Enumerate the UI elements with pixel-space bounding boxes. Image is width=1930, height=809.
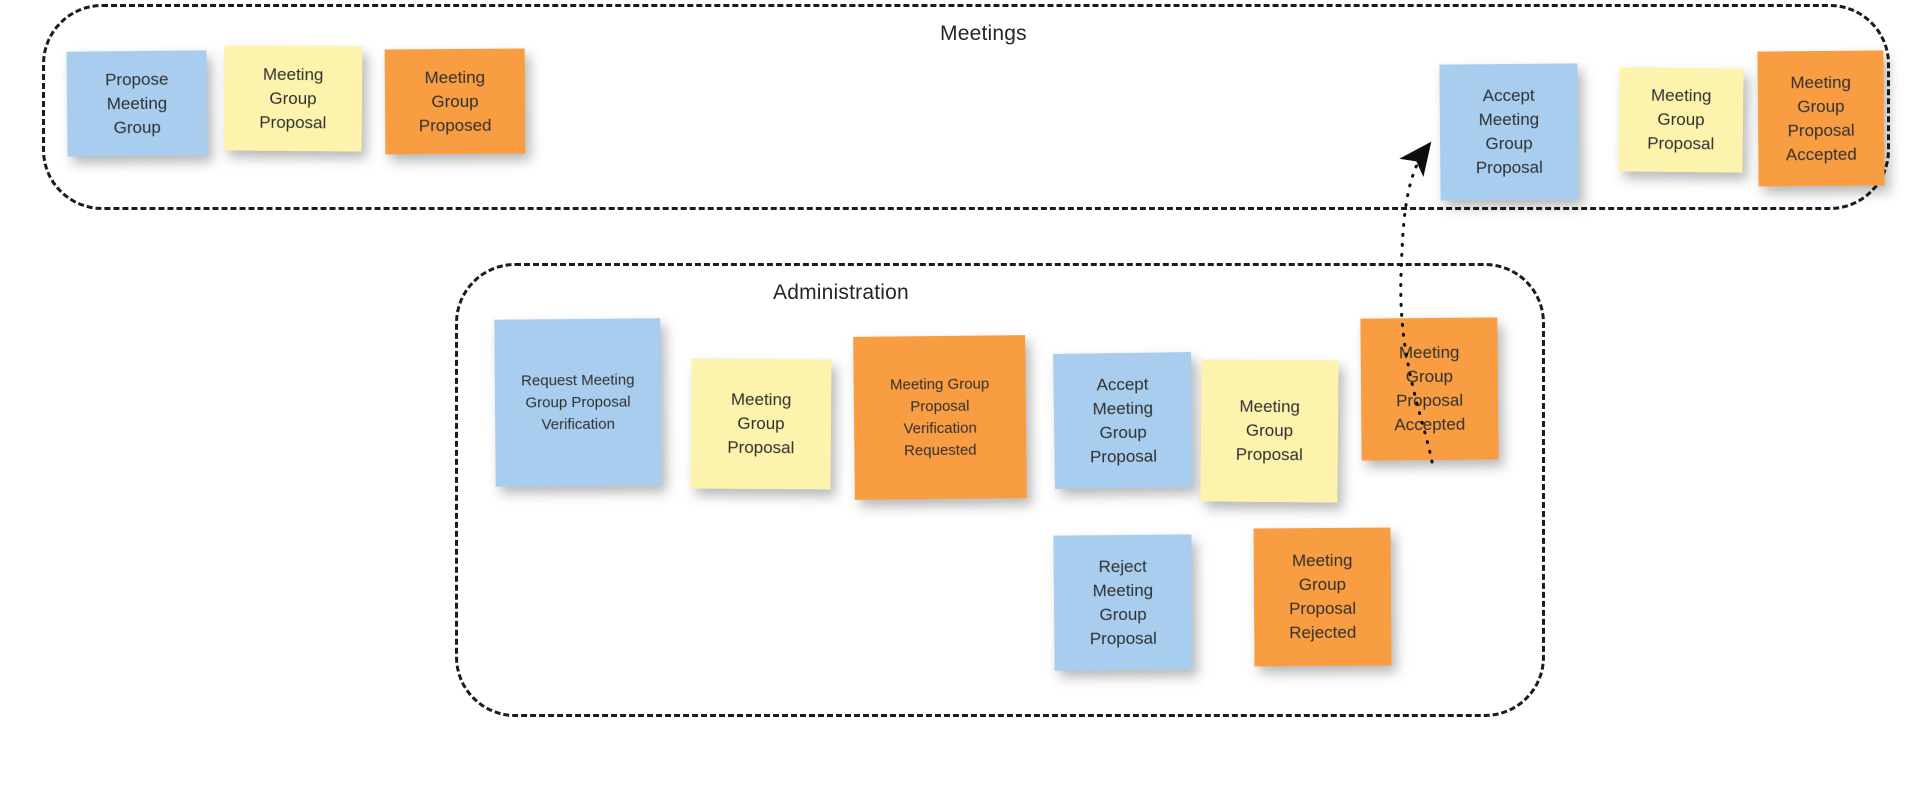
sticky-note-meeting-group-proposed[interactable]: Meeting Group Proposed: [384, 48, 526, 155]
sticky-note-text: Meeting Group Proposal: [1235, 396, 1303, 465]
sticky-note-text: Request Meeting Group Proposal Verificat…: [521, 371, 635, 433]
sticky-note-propose-meeting-group[interactable]: Propose Meeting Group: [66, 50, 208, 157]
sticky-note-text: Meeting Group Proposal Verification Requ…: [889, 374, 990, 459]
sticky-note-meeting-group-proposal-rejected[interactable]: Meeting Group Proposal Rejected: [1253, 527, 1392, 667]
sticky-note-text: Accept Meeting Group Proposal: [1475, 85, 1543, 178]
sticky-note-accept-meeting-group-proposal-meetings[interactable]: Accept Meeting Group Proposal: [1439, 63, 1579, 201]
sticky-note-text: Meeting Group Proposal Accepted: [1394, 342, 1466, 435]
sticky-note-meeting-group-proposal-verification-requested[interactable]: Meeting Group Proposal Verification Requ…: [853, 335, 1027, 500]
sticky-note-text: Meeting Group Proposal: [1647, 85, 1715, 154]
sticky-note-meetings-aggregate-1[interactable]: Meeting Group Proposal: [223, 45, 363, 152]
sticky-note-meeting-group-proposal-accepted-meetings[interactable]: Meeting Group Proposal Accepted: [1757, 50, 1885, 187]
sticky-note-administration-aggregate-1[interactable]: Meeting Group Proposal: [690, 358, 832, 490]
sticky-note-accept-meeting-group-proposal-administration[interactable]: Accept Meeting Group Proposal: [1053, 352, 1193, 489]
sticky-note-text: Propose Meeting Group: [104, 69, 169, 137]
sticky-note-request-meeting-group-proposal-verification[interactable]: Request Meeting Group Proposal Verificat…: [494, 318, 662, 487]
sticky-note-text: Meeting Group Proposal Rejected: [1288, 550, 1357, 643]
sticky-note-text: Meeting Group Proposal: [259, 64, 327, 132]
sticky-note-meetings-aggregate-2[interactable]: Meeting Group Proposal: [1618, 67, 1744, 173]
sticky-note-reject-meeting-group-proposal[interactable]: Reject Meeting Group Proposal: [1053, 534, 1193, 671]
sticky-note-text: Reject Meeting Group Proposal: [1089, 556, 1157, 648]
sticky-note-text: Meeting Group Proposal Accepted: [1785, 72, 1857, 164]
sticky-note-administration-aggregate-2[interactable]: Meeting Group Proposal: [1200, 359, 1339, 503]
sticky-note-text: Accept Meeting Group Proposal: [1089, 374, 1158, 466]
sticky-note-meeting-group-proposal-accepted-administration[interactable]: Meeting Group Proposal Accepted: [1360, 317, 1499, 461]
sticky-note-text: Meeting Group Proposal: [727, 389, 795, 458]
context-title-administration: Administration: [773, 281, 909, 304]
sticky-note-text: Meeting Group Proposed: [418, 67, 492, 135]
context-title-meetings: Meetings: [940, 22, 1027, 45]
